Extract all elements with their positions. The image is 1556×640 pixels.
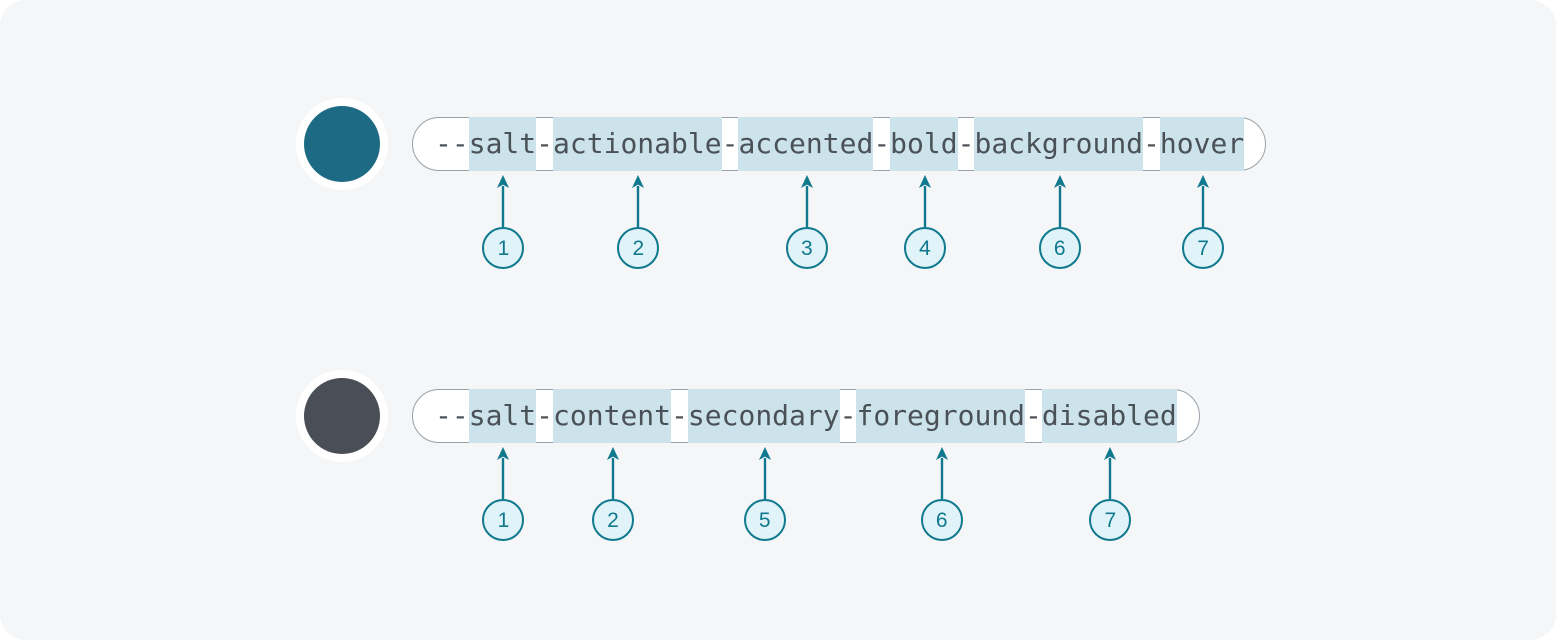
token-segment-accented: accented bbox=[738, 127, 874, 160]
token-separator: - bbox=[721, 127, 739, 160]
callout-arrow-icon bbox=[605, 447, 621, 499]
callout-number-badge: 1 bbox=[482, 499, 525, 541]
token-segment-content: content bbox=[553, 399, 672, 432]
callout-6: 6 bbox=[1038, 175, 1081, 269]
token-segment-background: background bbox=[974, 127, 1144, 160]
token-segment-foreground: foreground bbox=[856, 399, 1026, 432]
token-segment-bold: bold bbox=[890, 127, 958, 160]
callout-number-badge: 6 bbox=[1038, 227, 1081, 269]
token-separator: - bbox=[671, 399, 688, 432]
callout-3: 3 bbox=[785, 175, 828, 269]
callout-arrow-icon bbox=[1052, 175, 1068, 227]
token-separator: - bbox=[536, 127, 554, 160]
callout-number-badge: 7 bbox=[1182, 227, 1225, 269]
callout-number-badge: 4 bbox=[903, 227, 946, 269]
callout-arrow-icon bbox=[495, 175, 511, 227]
callout-arrow-icon bbox=[495, 447, 511, 499]
token-separator: - bbox=[957, 127, 975, 160]
callout-7: 7 bbox=[1089, 447, 1132, 541]
token-segment-salt: salt bbox=[468, 127, 537, 160]
callout-4: 4 bbox=[903, 175, 946, 269]
callout-1: 1 bbox=[482, 447, 525, 541]
token-segment-hover: hover bbox=[1159, 127, 1245, 160]
token-segment-actionable: actionable bbox=[553, 127, 722, 160]
token-separator: - bbox=[536, 399, 554, 432]
callout-2: 2 bbox=[592, 447, 635, 541]
token-text-1: --salt-actionable-accented-bold-backgrou… bbox=[435, 127, 1245, 160]
token-separator: - bbox=[839, 399, 857, 432]
callout-arrow-icon bbox=[630, 175, 646, 227]
token-separator: - bbox=[1025, 399, 1042, 432]
callout-number-badge: 3 bbox=[785, 227, 828, 269]
token-separator: - bbox=[1143, 127, 1160, 160]
callout-arrow-icon bbox=[1102, 447, 1118, 499]
color-swatch-ring-2 bbox=[296, 370, 388, 462]
token-pill-1[interactable]: --salt-actionable-accented-bold-backgrou… bbox=[412, 117, 1266, 171]
callout-number-badge: 2 bbox=[617, 227, 660, 269]
color-swatch-1 bbox=[304, 106, 380, 182]
callout-number-badge: 5 bbox=[743, 499, 786, 541]
token-segment-salt: salt bbox=[468, 399, 537, 432]
token-pill-2[interactable]: --salt-content-secondary-foreground-disa… bbox=[412, 389, 1200, 443]
callout-6: 6 bbox=[920, 447, 963, 541]
callout-1: 1 bbox=[482, 175, 525, 269]
token-segment-disabled: disabled bbox=[1041, 399, 1177, 432]
callout-5: 5 bbox=[743, 447, 786, 541]
callout-number-badge: 7 bbox=[1089, 499, 1132, 541]
token-text-2: --salt-content-secondary-foreground-disa… bbox=[435, 402, 1177, 430]
callout-arrow-icon bbox=[1195, 175, 1211, 227]
callout-arrow-icon bbox=[917, 175, 933, 227]
color-swatch-2 bbox=[304, 378, 380, 454]
callout-2: 2 bbox=[617, 175, 660, 269]
callout-arrow-icon bbox=[799, 175, 815, 227]
token-prefix: -- bbox=[435, 399, 469, 432]
callout-arrow-icon bbox=[934, 447, 950, 499]
callout-number-badge: 6 bbox=[920, 499, 963, 541]
token-segment-secondary: secondary bbox=[687, 399, 840, 432]
callout-arrow-icon bbox=[757, 447, 773, 499]
token-prefix: -- bbox=[435, 127, 469, 160]
callout-7: 7 bbox=[1182, 175, 1225, 269]
callout-number-badge: 1 bbox=[482, 227, 525, 269]
token-separator: - bbox=[873, 127, 891, 160]
callout-number-badge: 2 bbox=[592, 499, 635, 541]
color-swatch-ring-1 bbox=[296, 98, 388, 190]
